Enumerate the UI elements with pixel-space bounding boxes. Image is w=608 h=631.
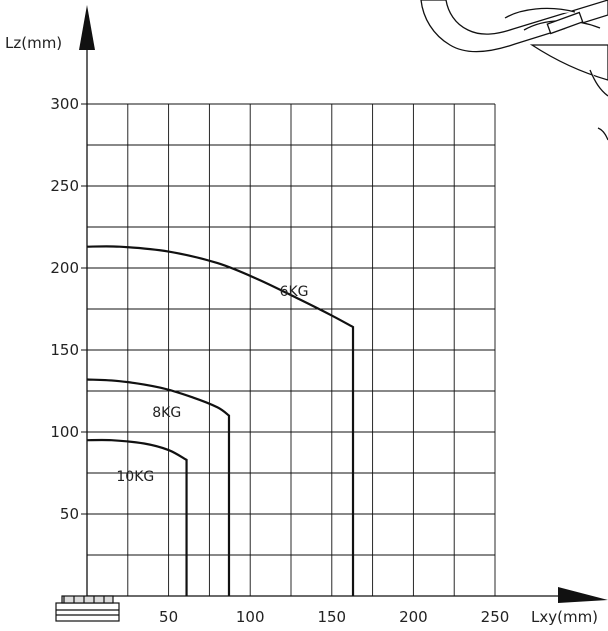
y-tick-label: 50 [60,505,79,523]
tick-labels: 50 100 150 200 250 300 50 100 150 200 250 [50,95,509,626]
y-tick-label: 250 [50,177,79,195]
series-label-8kg: 8KG [152,405,181,421]
x-tick-label: 200 [399,608,428,626]
series-line-10kg [86,438,188,596]
grid [87,103,496,596]
x-tick-label: 50 [159,608,178,626]
series-line-8kg [86,378,231,596]
x-axis-arrow [558,587,608,603]
y-tick-label: 100 [50,423,79,441]
x-tick-label: 250 [481,608,510,626]
y-axis-label: Lz(mm) [5,34,62,52]
x-axis-label: Lxy(mm) [531,608,598,626]
y-tick-label: 150 [50,341,79,359]
series-label-10kg: 10KG [116,469,154,485]
y-tick-label: 300 [50,95,79,113]
x-tick-label: 100 [236,608,265,626]
robot-arm-icon [420,0,608,141]
axes: Lz(mm) Lxy(mm) [5,5,608,626]
y-tick-label: 200 [50,259,79,277]
series-line-6kg [86,245,355,596]
x-tick-label: 150 [317,608,346,626]
base-icon [55,595,120,622]
y-axis-arrow [79,5,95,50]
series: 6KG 8KG 10KG [86,245,355,596]
series-label-6kg: 6KG [280,284,309,300]
